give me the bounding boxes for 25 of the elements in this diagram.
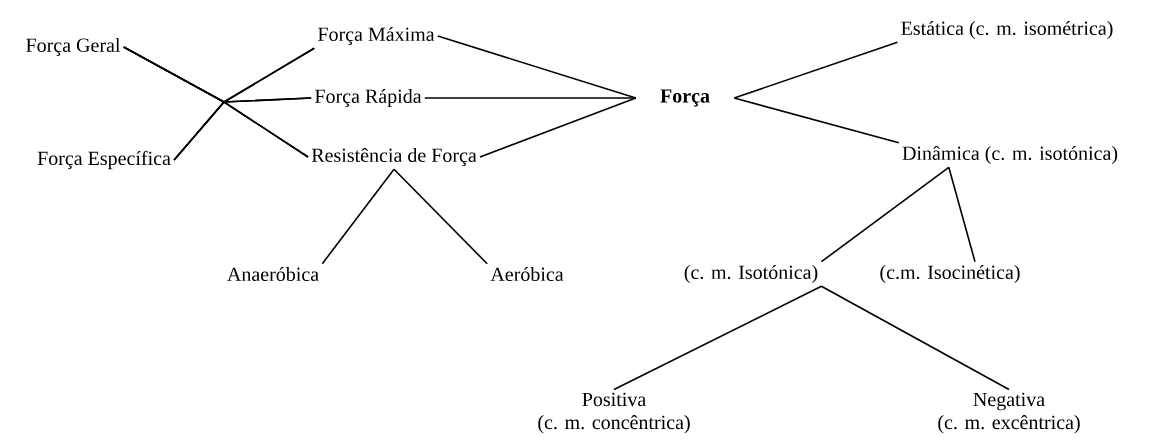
connector-line — [393, 168, 488, 265]
term-label: Estática (c. m. isométrica) — [901, 20, 1113, 40]
connector-line — [479, 97, 637, 158]
connector-line — [733, 41, 899, 99]
connector-line — [820, 285, 1010, 391]
term-label: Positiva (c. m. concêntrica) — [538, 392, 690, 434]
connector-line — [733, 97, 900, 144]
connector-line — [321, 168, 395, 265]
term-label: Força Específica — [37, 150, 171, 170]
connector-line — [948, 166, 976, 263]
term-label: Força Máxima — [318, 26, 435, 46]
term-label: Negativa (c. m. excêntrica) — [938, 392, 1080, 434]
term-label: Força — [660, 89, 710, 107]
connector-line — [424, 97, 637, 99]
term-label: (c. m. Isotónica) — [684, 264, 818, 284]
term-label: (c.m. Isocinética) — [880, 264, 1020, 284]
term-label: Anaeróbica — [227, 266, 319, 282]
term-label: Força Geral — [26, 37, 121, 57]
connector-line — [613, 285, 823, 391]
term-label: Força Rápida — [315, 88, 422, 108]
connector-line — [437, 35, 637, 99]
connector-line — [820, 166, 950, 263]
term-label: Dinâmica (c. m. isotónica) — [902, 145, 1118, 165]
term-label: Resistência de Força — [311, 147, 477, 167]
term-label: Aeróbica — [490, 266, 564, 282]
